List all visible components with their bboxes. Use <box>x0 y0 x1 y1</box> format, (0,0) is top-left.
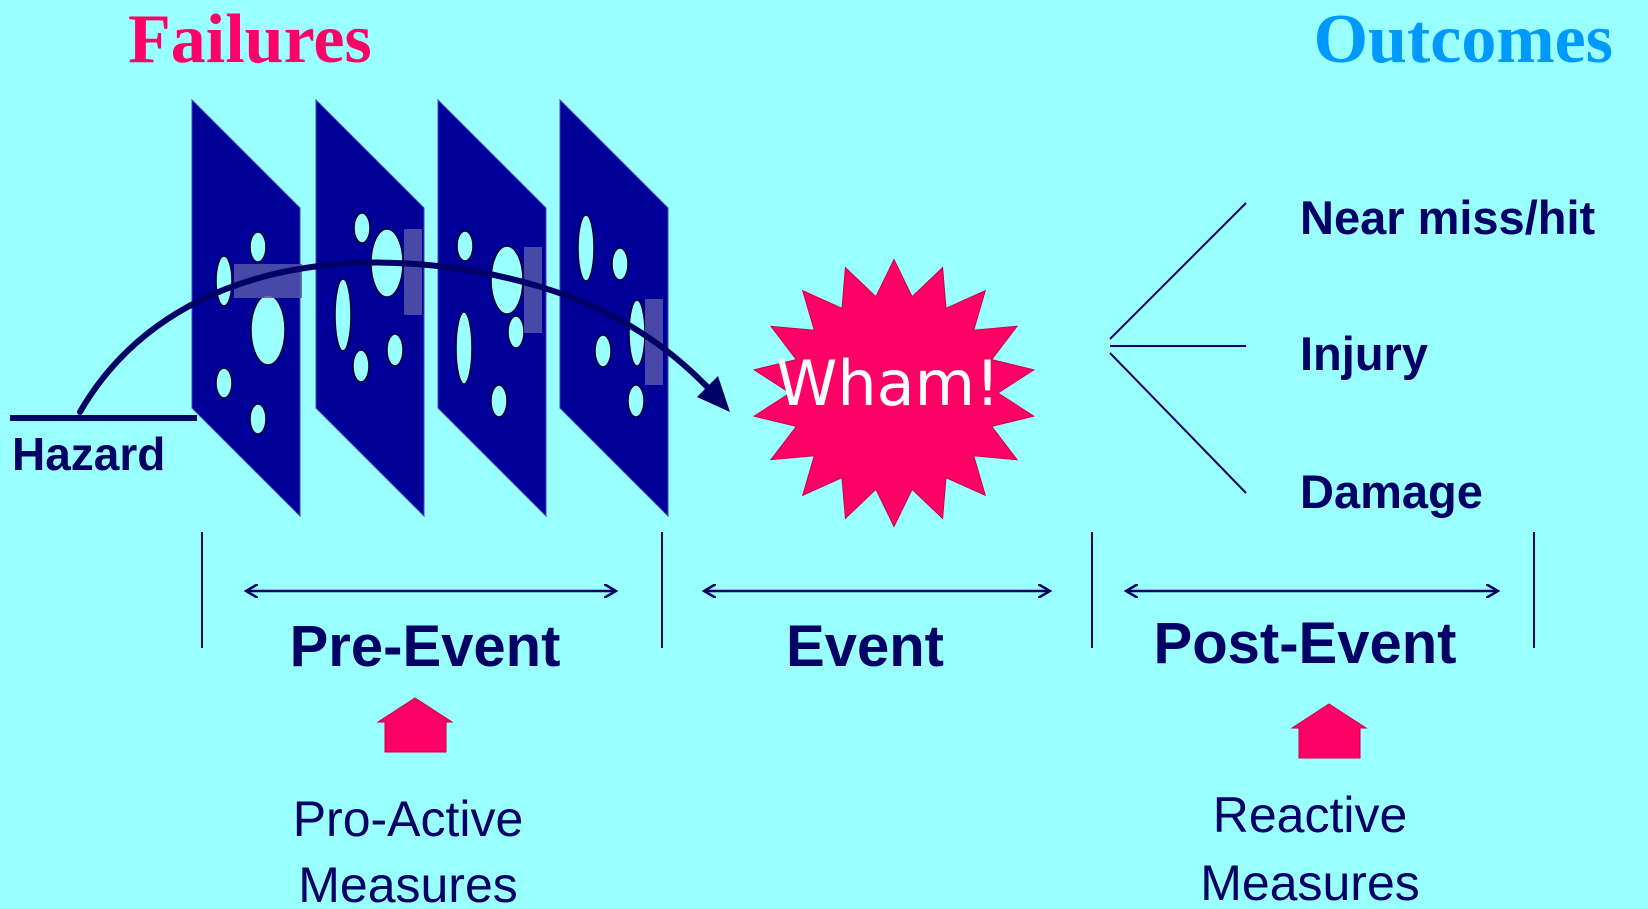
reactive-up-arrow-icon <box>1290 703 1368 759</box>
phase-separators <box>201 532 1535 648</box>
outcome-branch-lines <box>1109 202 1247 494</box>
outcome-damage: Damage <box>1300 465 1483 518</box>
proactive-measures-line-1: Pro-Active <box>293 791 524 847</box>
proactive-measures-line-2: Measures <box>298 857 518 909</box>
phase-pre-event-label: Pre-Event <box>290 614 561 679</box>
proactive-up-arrow-icon <box>376 697 454 753</box>
phase-event-label: Event <box>786 614 944 679</box>
reactive-measures-line-1: Reactive <box>1213 787 1408 843</box>
hazard-label: Hazard <box>12 428 165 480</box>
wham-label: Wham! <box>776 347 1000 420</box>
outcomes-title: Outcomes <box>1314 1 1613 78</box>
swiss-cheese-slice-2-icon <box>315 98 425 518</box>
reactive-measures-line-2: Measures <box>1200 855 1420 909</box>
swiss-cheese-slice-1-icon <box>191 98 302 518</box>
outcome-injury: Injury <box>1300 327 1428 380</box>
swiss-cheese-slice-4-icon <box>559 98 669 518</box>
trajectory-curved-arrow-icon <box>77 259 730 415</box>
failures-title: Failures <box>128 1 372 78</box>
wham-starburst-icon: Wham! <box>752 258 1036 528</box>
outcome-near-miss: Near miss/hit <box>1300 191 1596 244</box>
phase-post-event-label: Post-Event <box>1154 611 1457 676</box>
swiss-cheese-slice-3-icon <box>437 98 547 518</box>
